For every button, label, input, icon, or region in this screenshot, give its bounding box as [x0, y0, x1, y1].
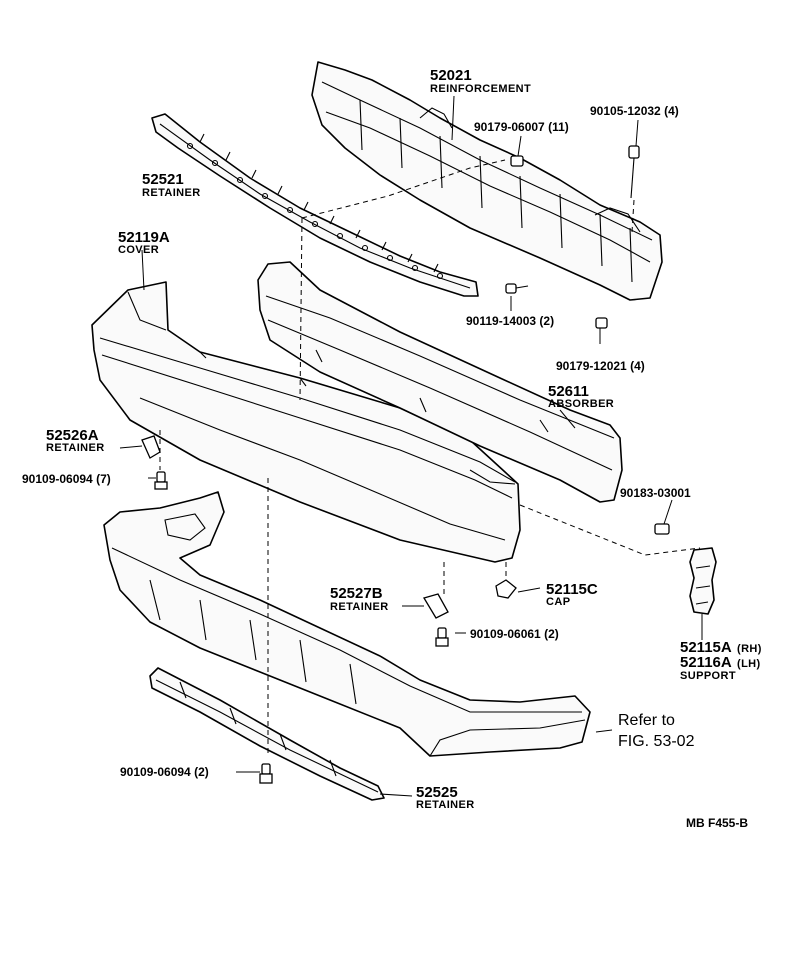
hardware-label-h6: 90183-03001 — [620, 486, 691, 500]
hardware-items — [141, 145, 670, 784]
retainer-top-name: RETAINER — [142, 187, 201, 199]
lower-panel-part — [103, 491, 591, 757]
retainer-bottom-number: 52525 — [416, 784, 458, 801]
guide-lines — [159, 159, 701, 756]
reinforcement-part — [311, 61, 663, 301]
hardware-label-h1: 90105-12032 (4) — [590, 104, 679, 118]
reference-line2: FIG. 53-02 — [618, 733, 695, 750]
cover-number: 52119A — [118, 229, 170, 246]
retainer-top-number: 52521 — [142, 171, 184, 188]
hardware-label-h2: 90179-06007 (11) — [474, 120, 569, 134]
support-name: SUPPORT — [680, 670, 736, 682]
hardware-label-h8: 90109-06094 (2) — [120, 765, 209, 779]
cap-number: 52115C — [546, 581, 598, 598]
retainer-left-name: RETAINER — [46, 442, 105, 454]
labels: 52021 REINFORCEMENT 90105-12032 (4) 9017… — [22, 67, 762, 830]
hardware-label-h3: 90119-14003 (2) — [466, 314, 554, 328]
cover-name: COVER — [118, 244, 159, 256]
absorber-part — [257, 261, 623, 503]
retainer-bottom-name: RETAINER — [416, 799, 475, 811]
support-suffix-rh: (RH) — [737, 643, 762, 655]
retainer-mid-name: RETAINER — [330, 601, 389, 613]
support-number-rh: 52115A — [680, 639, 732, 656]
reinforcement-number: 52021 — [430, 67, 472, 84]
retainer-mid-number: 52527B — [330, 585, 383, 602]
support-number-lh: 52116A — [680, 654, 732, 671]
hardware-label-h5: 90109-06094 (7) — [22, 472, 111, 486]
reinforcement-name: REINFORCEMENT — [430, 83, 531, 95]
reference-line1: Refer to — [618, 712, 675, 729]
absorber-name: ABSORBER — [548, 398, 614, 410]
retainer-top-part — [151, 113, 479, 297]
hardware-label-h7: 90109-06061 (2) — [470, 627, 559, 641]
hardware-label-h4: 90179-12021 (4) — [556, 359, 645, 373]
retainer-left-number: 52526A — [46, 427, 99, 444]
cover-part — [91, 281, 521, 563]
support-part — [689, 547, 717, 615]
retainer-bottom-part — [149, 667, 385, 801]
figure-code: MB F455-B — [686, 816, 748, 830]
cap-name: CAP — [546, 596, 570, 608]
absorber-number: 52611 — [548, 383, 589, 400]
leader-lines — [119, 95, 703, 797]
support-suffix-lh: (LH) — [737, 658, 761, 670]
